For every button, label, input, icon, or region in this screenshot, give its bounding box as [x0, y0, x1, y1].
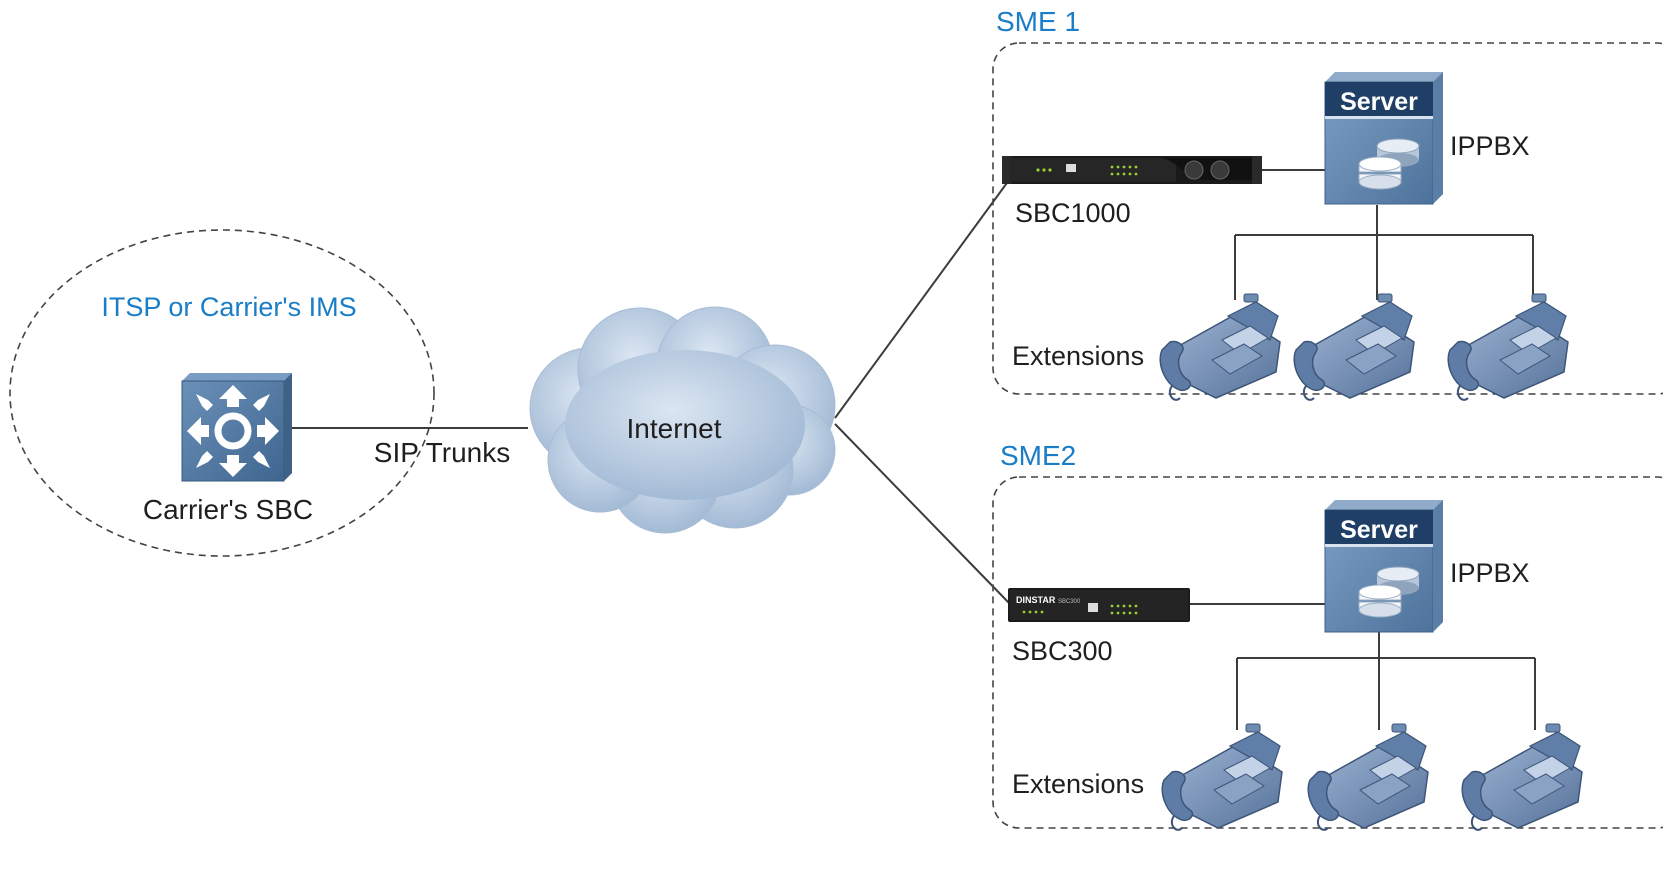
sme2-group: SME2 DINSTAR SBC300 SBC300 Server IPPBX	[992, 440, 1663, 831]
carrier-ims-title: ITSP or Carrier's IMS	[101, 292, 356, 322]
server-icon[interactable]: Server	[1324, 71, 1444, 205]
phone-icon[interactable]	[1447, 293, 1569, 401]
server-text: Server	[1340, 88, 1418, 116]
internet-to-sme1-line	[834, 175, 1013, 419]
sme1-title: SME 1	[996, 6, 1080, 37]
sbc300-model: SBC300	[1058, 599, 1081, 605]
sip-trunks-label: SIP Trunks	[374, 437, 510, 468]
sbc-appliance-icon[interactable]: DINSTAR SBC300	[1008, 588, 1190, 622]
sbc1000-label: SBC1000	[1015, 198, 1131, 228]
phone-icon[interactable]	[1307, 723, 1429, 831]
internet-to-sme2-line	[834, 423, 1011, 605]
sme1-group: SME 1 SBC1000 Server IPPBX	[992, 6, 1663, 401]
sme2-extension-tree	[1236, 632, 1536, 730]
phone-icon[interactable]	[1461, 723, 1583, 831]
phone-icon[interactable]	[1293, 293, 1415, 401]
carrier-ims-boundary	[9, 229, 435, 557]
sbc-appliance-icon[interactable]	[1002, 156, 1262, 184]
phone-icon[interactable]	[1161, 723, 1283, 831]
sme1-extension-tree	[1234, 205, 1534, 300]
router-icon[interactable]	[181, 373, 292, 482]
sme1-ippbx-label: IPPBX	[1450, 131, 1530, 161]
sme2-title: SME2	[1000, 440, 1076, 471]
sme1-boundary	[992, 42, 1663, 395]
sbc300-brand: DINSTAR	[1016, 595, 1056, 605]
server-icon[interactable]: Server	[1324, 499, 1444, 633]
server-text: Server	[1340, 516, 1418, 544]
sme2-boundary	[992, 476, 1663, 829]
sbc300-label: SBC300	[1012, 636, 1113, 666]
connection-lines	[290, 169, 1536, 730]
internet-label: Internet	[627, 413, 722, 444]
sme1-extensions-label: Extensions	[1012, 341, 1144, 371]
carrier-ims-group: ITSP or Carrier's IMS Carrier's SBC	[9, 229, 435, 557]
sme2-extensions-label: Extensions	[1012, 769, 1144, 799]
cloud-icon: Internet	[529, 306, 836, 534]
phone-icon[interactable]	[1159, 293, 1281, 401]
sme2-ippbx-label: IPPBX	[1450, 558, 1530, 588]
carrier-sbc-label: Carrier's SBC	[143, 494, 313, 525]
